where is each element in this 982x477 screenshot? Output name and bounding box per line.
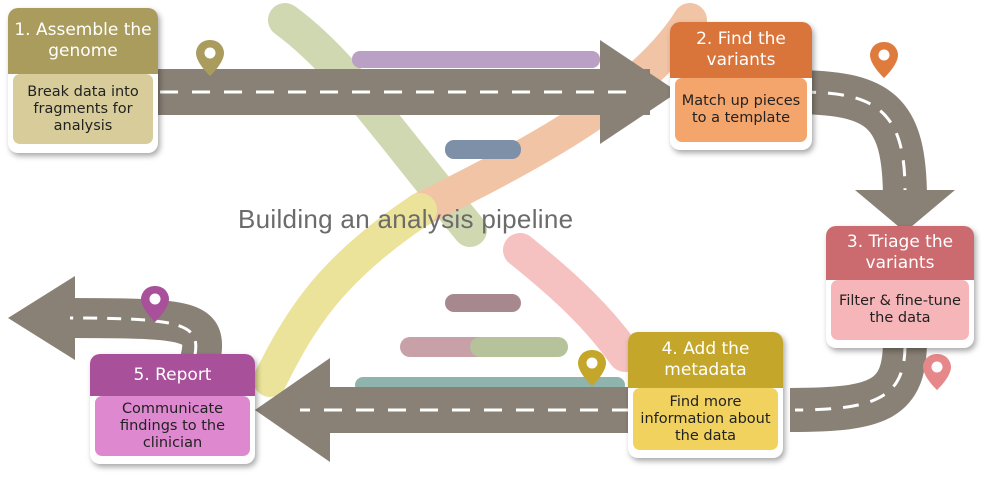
road-right-arrowhead bbox=[855, 190, 955, 232]
road-bottom-arrowhead bbox=[255, 358, 330, 462]
map-pin-icon bbox=[870, 42, 898, 78]
road-left-arrowhead bbox=[8, 276, 75, 360]
step-heading: 3. Triage the variants bbox=[826, 226, 974, 280]
step-heading: 5. Report bbox=[90, 354, 255, 396]
step-description: Filter & fine-tune the data bbox=[831, 280, 969, 340]
dna-bar-sage bbox=[470, 337, 568, 357]
dna-bar-mauve bbox=[445, 294, 521, 312]
step-card-find-variants: 2. Find the variants Match up pieces to … bbox=[670, 22, 812, 150]
step-card-metadata: 4. Add the metadata Find more informatio… bbox=[628, 332, 783, 458]
road-lower-right bbox=[789, 339, 927, 432]
step-card-report: 5. Report Communicate findings to the cl… bbox=[90, 354, 255, 464]
dna-strand-peach bbox=[403, 3, 707, 227]
dna-bar-purple bbox=[352, 51, 600, 68]
diagram-title: Building an analysis pipeline bbox=[238, 204, 574, 234]
step-heading: 1. Assemble the genome bbox=[8, 8, 158, 74]
map-pin-icon bbox=[196, 40, 224, 76]
road-top-arrowhead bbox=[600, 40, 678, 144]
dna-bar-blue bbox=[445, 140, 521, 159]
dna-strand-yellow bbox=[253, 193, 437, 397]
step-description: Find more information about the data bbox=[633, 388, 778, 450]
step-card-triage: 3. Triage the variants Filter & fine-tun… bbox=[826, 226, 974, 348]
map-pin-icon bbox=[141, 286, 169, 322]
map-pin-icon bbox=[578, 350, 606, 386]
step-card-assemble: 1. Assemble the genome Break data into f… bbox=[8, 8, 158, 153]
step-heading: 2. Find the variants bbox=[670, 22, 812, 78]
map-pin-icon bbox=[923, 354, 951, 390]
step-description: Break data into fragments for analysis bbox=[13, 74, 153, 144]
step-heading: 4. Add the metadata bbox=[628, 332, 783, 388]
step-description: Match up pieces to a template bbox=[675, 78, 807, 142]
step-description: Communicate findings to the clinician bbox=[95, 396, 250, 456]
dna-strand-pink bbox=[503, 233, 642, 372]
